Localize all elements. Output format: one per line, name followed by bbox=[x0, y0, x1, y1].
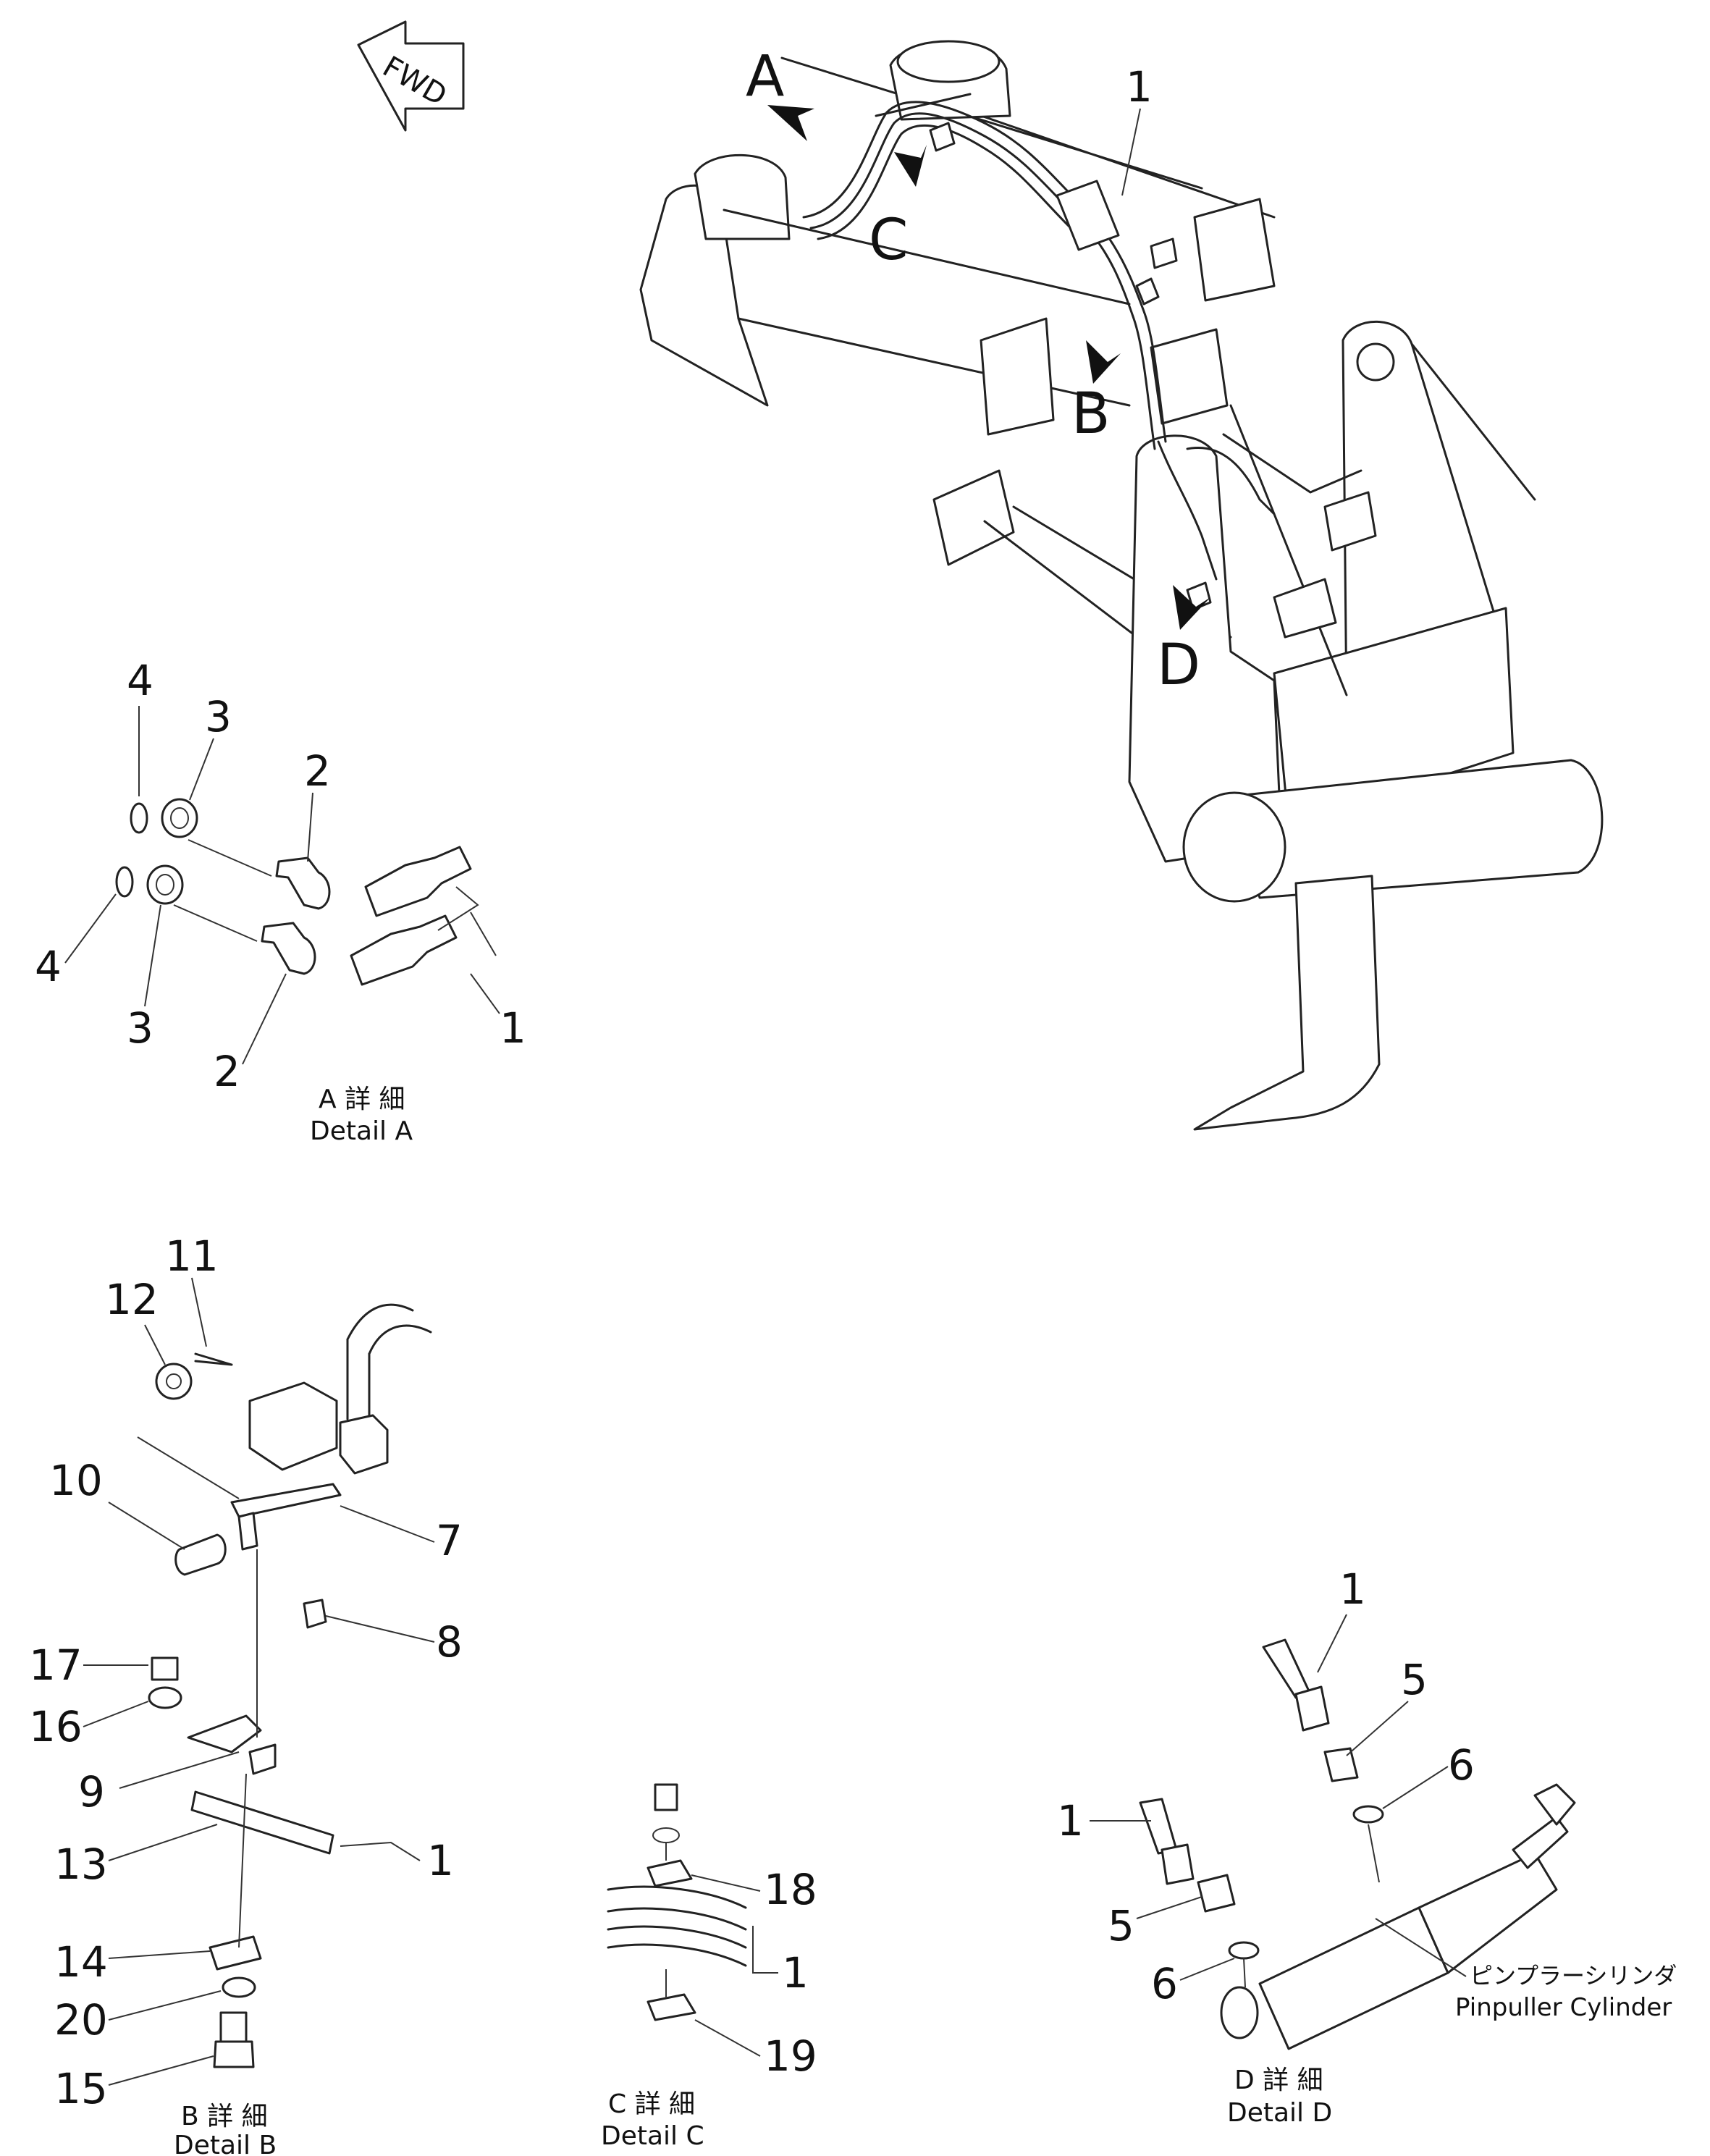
mid-bracket bbox=[1150, 328, 1229, 425]
detail-a: 4 3 2 4 3 2 1 A 詳 細 Detail A bbox=[35, 656, 526, 1146]
detail-b-label-14: 14 bbox=[54, 1937, 108, 1987]
detail-d-label-5-upper: 5 bbox=[1401, 1655, 1428, 1704]
detail-d-caption-jp: D 詳 細 bbox=[1234, 2066, 1323, 2095]
detail-a-caption-jp: A 詳 細 bbox=[319, 1085, 405, 1114]
detail-c: 18 1 19 C 詳 細 Detail C bbox=[601, 1783, 817, 2151]
main-callout-1: 1 bbox=[1126, 62, 1153, 111]
detail-a-label-1: 1 bbox=[500, 1003, 526, 1053]
detail-c-caption-jp: C 詳 細 bbox=[608, 2089, 695, 2119]
detail-d: 1 5 6 1 5 6 ピンプラーシリンダ Pinpuller Cylinder… bbox=[1057, 1565, 1677, 2128]
detail-b-label-11: 11 bbox=[165, 1231, 219, 1281]
view-marker-a-label: A bbox=[746, 44, 784, 109]
detail-b-label-9: 9 bbox=[78, 1767, 105, 1816]
detail-c-label-1: 1 bbox=[782, 1948, 809, 1997]
detail-b-label-8: 8 bbox=[436, 1617, 463, 1667]
view-arrow-d-icon bbox=[1173, 585, 1210, 630]
detail-a-label-3-upper: 3 bbox=[205, 692, 232, 741]
upper-beam bbox=[723, 209, 1131, 407]
detail-a-label-4-upper: 4 bbox=[127, 656, 153, 705]
detail-a-label-2-upper: 2 bbox=[304, 746, 331, 796]
view-arrow-b-icon bbox=[1086, 340, 1121, 384]
rear-beam bbox=[780, 56, 1276, 219]
detail-b-label-13: 13 bbox=[54, 1840, 108, 1889]
detail-b-label-7: 7 bbox=[436, 1516, 463, 1565]
center-bracket-right bbox=[1193, 198, 1276, 302]
view-arrow-c-icon bbox=[894, 145, 927, 187]
detail-b-label-1: 1 bbox=[427, 1836, 454, 1885]
main-assembly: 1 bbox=[639, 40, 1604, 1131]
detail-d-label-5-lower: 5 bbox=[1108, 1901, 1134, 1950]
detail-c-label-19: 19 bbox=[764, 2031, 817, 2081]
cylinder-name-en: Pinpuller Cylinder bbox=[1455, 1993, 1672, 2022]
detail-d-label-1-lower: 1 bbox=[1057, 1796, 1084, 1845]
view-arrow-a-icon bbox=[767, 105, 814, 141]
ripper-housing bbox=[1128, 434, 1283, 863]
cylinder-name-jp: ピンプラーシリンダ bbox=[1470, 1962, 1677, 1989]
detail-c-label-18: 18 bbox=[764, 1865, 817, 1914]
center-bracket-left bbox=[980, 317, 1055, 436]
detail-b-label-16: 16 bbox=[29, 1702, 83, 1751]
detail-d-label-1-upper: 1 bbox=[1339, 1565, 1366, 1614]
detail-d-label-6-upper: 6 bbox=[1448, 1740, 1475, 1790]
detail-d-label-6-lower: 6 bbox=[1151, 1959, 1178, 2008]
detail-d-caption-en: Detail D bbox=[1227, 2098, 1332, 2128]
detail-b-label-15: 15 bbox=[54, 2064, 108, 2113]
detail-b-label-20: 20 bbox=[54, 1995, 108, 2045]
detail-a-caption-en: Detail A bbox=[310, 1116, 413, 1146]
view-marker-a: A bbox=[746, 44, 814, 141]
view-marker-c: C bbox=[869, 145, 927, 273]
detail-c-caption-en: Detail C bbox=[601, 2121, 704, 2151]
detail-b-caption-en: Detail B bbox=[174, 2131, 277, 2156]
lower-cross-tube bbox=[1229, 759, 1604, 899]
fwd-arrow-icon: FWD bbox=[357, 20, 465, 132]
view-marker-d-label: D bbox=[1157, 633, 1200, 698]
detail-a-label-2-lower: 2 bbox=[214, 1047, 240, 1096]
left-top-boss bbox=[694, 153, 791, 240]
view-marker-b-label: B bbox=[1071, 382, 1111, 447]
view-marker-c-label: C bbox=[869, 208, 908, 273]
hose-bundle bbox=[802, 101, 1276, 581]
detail-b-caption-jp: B 詳 細 bbox=[181, 2102, 268, 2131]
detail-b-label-10: 10 bbox=[49, 1456, 103, 1505]
detail-b-label-12: 12 bbox=[105, 1275, 159, 1324]
view-marker-d: D bbox=[1157, 585, 1210, 698]
ripper-shank bbox=[1193, 875, 1381, 1131]
detail-a-label-4-lower: 4 bbox=[35, 942, 62, 991]
view-marker-b: B bbox=[1071, 340, 1121, 447]
lower-left-bracket bbox=[932, 469, 1015, 566]
detail-b: 11 12 10 7 8 17 16 9 13 1 14 20 15 B 詳 細… bbox=[29, 1231, 463, 2156]
detail-b-label-17: 17 bbox=[29, 1641, 83, 1690]
detail-a-label-3-lower: 3 bbox=[127, 1003, 153, 1053]
